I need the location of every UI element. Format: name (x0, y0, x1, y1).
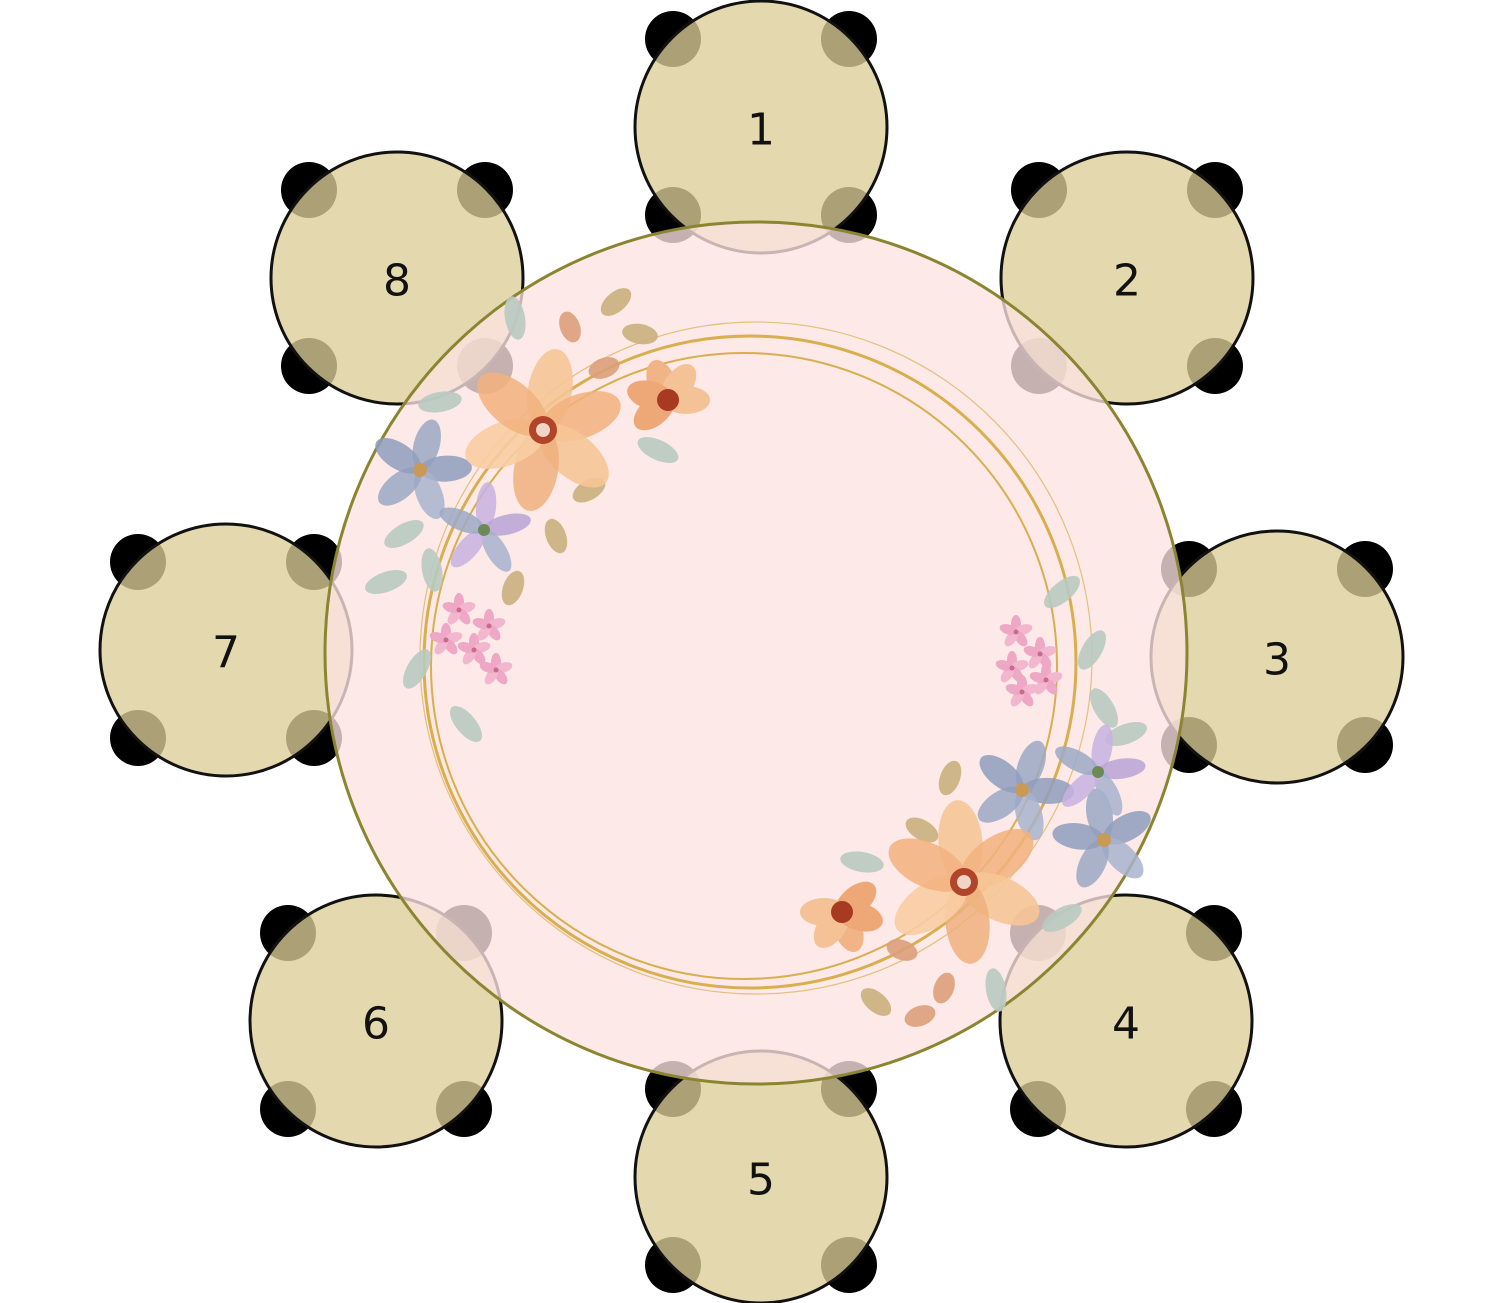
round-table (323, 220, 1189, 1086)
chair-seat (999, 150, 1255, 406)
chair-7 (98, 522, 354, 778)
chair-seat (998, 893, 1254, 1149)
seat-number-8: 8 (383, 256, 411, 307)
seat-number-2: 2 (1113, 256, 1141, 307)
seat-number-1: 1 (747, 105, 775, 156)
seat-labels: 1 2 3 4 5 6 7 8 (212, 105, 1291, 1206)
chairs (98, 0, 1405, 1303)
chair-3 (1149, 529, 1405, 785)
seat-number-3: 3 (1263, 635, 1291, 686)
chair-seat (248, 893, 504, 1149)
seat-number-6: 6 (362, 999, 390, 1050)
seat-number-7: 7 (212, 628, 240, 679)
seat-number-5: 5 (747, 1155, 775, 1206)
seat-number-4: 4 (1112, 999, 1140, 1050)
chair-1 (633, 0, 889, 255)
